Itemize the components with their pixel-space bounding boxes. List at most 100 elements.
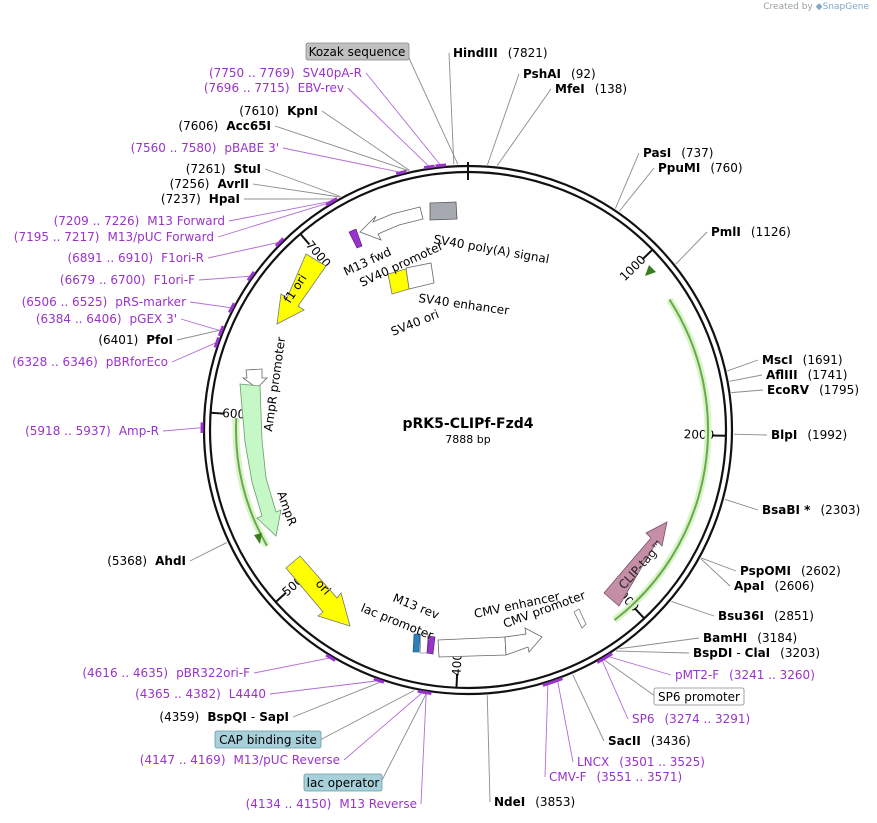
site-f1ori-f[interactable]: (6679 .. 6700)F1ori-F xyxy=(60,273,195,287)
leader-m13forward xyxy=(228,200,333,222)
site-pos-pmt2-f: (3241 .. 3260) xyxy=(729,668,815,682)
ampr-promoter-arrow[interactable] xyxy=(241,368,268,389)
snapgene-brand: SnapGene xyxy=(822,2,869,12)
site-pos-sp6: (3274 .. 3291) xyxy=(665,712,751,726)
site-labels: HindIII(7821) PshAI(92)MfeI(138) PasI(737)… xyxy=(12,46,860,811)
site-sp6[interactable]: SP6(3274 .. 3291) xyxy=(632,712,750,726)
site-bsabi[interactable]: BsaBI *(2303) xyxy=(762,503,860,517)
site-bspqi[interactable]: (4359)BspQI-SapI xyxy=(159,710,289,724)
site-pshai[interactable]: PshAI(92) xyxy=(523,67,596,81)
f1-ori-arrow[interactable] xyxy=(276,253,327,325)
lac-operator-box[interactable]: lac operator xyxy=(303,773,383,792)
site-m13reverse[interactable]: (4134 .. 4150)M13 Reverse xyxy=(246,797,417,811)
site-stui[interactable]: (7261)StuI xyxy=(186,162,261,176)
site-cmv-f[interactable]: CMV-F(3551 .. 3571) xyxy=(549,770,682,784)
sv40-polya-box[interactable] xyxy=(429,201,458,221)
site-sacii[interactable]: SacII(3436) xyxy=(608,734,691,748)
ori-arrow[interactable] xyxy=(285,555,351,627)
leader-ahdi xyxy=(189,542,228,562)
site-m13forward[interactable]: (7209 .. 7226)M13 Forward xyxy=(54,214,225,228)
site-name-pspomi: PspOMI xyxy=(740,564,791,578)
arc-0 xyxy=(235,418,268,547)
site-sv40pa-r[interactable]: (7750 .. 7769)SV40pA-R xyxy=(209,66,362,80)
site-aflii[interactable]: AflIII(1741) xyxy=(766,368,847,382)
site-name-msci: MscI xyxy=(762,353,793,367)
site-pos-kpni: (7610) xyxy=(239,104,279,118)
primer-mark-pbabe3 xyxy=(395,169,407,176)
site-lncx[interactable]: LNCX(3501 .. 3525) xyxy=(577,755,705,769)
site-pos-prs-marker: (6506 .. 6525) xyxy=(22,295,108,309)
site-kpni[interactable]: (7610) KpnI xyxy=(239,104,318,118)
site-pbr322ori-f[interactable]: (4616 .. 4635)pBR322ori-F xyxy=(82,666,250,680)
site-pbabe3[interactable]: (7560 .. 7580)pBABE 3' xyxy=(131,141,279,155)
leader-pasi xyxy=(614,152,640,209)
cmv-promoter-arrow[interactable] xyxy=(504,627,543,656)
site-pos-hindiii: (7821) xyxy=(508,46,548,60)
site-bamhi[interactable]: BamHI(3184) xyxy=(703,631,797,645)
site-ahdi[interactable]: (5368)AhdI xyxy=(107,554,186,568)
site-bsu36i[interactable]: Bsu36I(2851) xyxy=(718,609,814,623)
site-ecorv[interactable]: EcoRV(1795) xyxy=(767,383,859,397)
site-name-pshai: PshAI xyxy=(523,67,561,81)
site-pasi[interactable]: PasI(737) xyxy=(643,146,713,160)
site-pspomi[interactable]: PspOMI(2602) xyxy=(740,564,841,578)
primer-mark-l4440 xyxy=(373,677,385,684)
site-acc65i[interactable]: (7606)Acc65I xyxy=(178,119,271,133)
site-ndei[interactable]: NdeI(3853) xyxy=(494,795,575,809)
site-f1ori-r[interactable]: (6891 .. 6910)F1ori-R xyxy=(67,251,204,265)
site-pos-pasi: (737) xyxy=(681,146,713,160)
plasmid-name: pRK5-CLIPf-Fzd4 xyxy=(403,416,534,432)
site-l4440[interactable]: (4365 .. 4382)L4440 xyxy=(135,687,266,701)
ampr-arrow[interactable] xyxy=(239,383,282,537)
snapgene-credit: Created by ◆SnapGene xyxy=(763,2,869,12)
leader-bamhi xyxy=(619,637,700,650)
site-bspdi[interactable]: BspDI-ClaI(3203) xyxy=(693,646,820,660)
site-blpi[interactable]: BlpI(1992) xyxy=(771,428,847,442)
m13-fwd-arrow[interactable] xyxy=(348,228,363,249)
site-pos-pbrforeco: (6328 .. 6346) xyxy=(12,355,98,369)
sv40-ori-box[interactable] xyxy=(387,268,410,295)
site-pfoi[interactable]: (6401)PfoI xyxy=(98,333,173,347)
site-name-bspqi: BspQI xyxy=(207,710,247,724)
clip-tag-arrow[interactable] xyxy=(603,521,668,607)
site-hindiii[interactable]: HindIII(7821) xyxy=(453,46,548,60)
site-name-pmt2-f: pMT2-F xyxy=(675,668,719,682)
site-pgex3[interactable]: (6384 .. 6406)pGEX 3' xyxy=(36,312,177,326)
leader-sp6-promoter xyxy=(602,658,656,697)
site-apai[interactable]: ApaI(2606) xyxy=(734,579,814,593)
site-name-pfoi: PfoI xyxy=(146,333,173,347)
tick-3000 xyxy=(633,607,645,620)
site-avrii[interactable]: (7256)AvrII xyxy=(170,177,249,191)
site-msci[interactable]: MscI(1691) xyxy=(762,353,843,367)
site-pos-bspqi: (4359) xyxy=(159,710,199,724)
site-ebv-rev[interactable]: (7696 .. 7715)EBV-rev xyxy=(204,81,344,95)
site-pmt2-f[interactable]: pMT2-F (3241 .. 3260) xyxy=(675,668,815,682)
site-pos-m13puc-rev: (4147 .. 4169) xyxy=(140,753,226,767)
m13-rev-arrow[interactable] xyxy=(412,633,421,653)
site-ppumi[interactable]: PpuMI(760) xyxy=(658,161,743,175)
sp6-arrow[interactable] xyxy=(573,608,587,629)
site-pmli[interactable]: PmlI(1126) xyxy=(711,225,791,239)
kozak-box[interactable]: Kozak sequence xyxy=(305,42,410,61)
site-name-kpni: KpnI xyxy=(287,104,318,118)
site-m13pucfwd[interactable]: (7195 .. 7217)M13/pUC Forward xyxy=(14,230,214,244)
cap-site-box[interactable]: CAP binding site xyxy=(214,730,322,749)
sp6-promoter-box[interactable]: SP6 promoter xyxy=(653,687,745,706)
leader-lines xyxy=(162,52,768,805)
m13-rev-primer-arrow[interactable] xyxy=(426,635,436,655)
cmv-enhancer-box[interactable] xyxy=(437,636,507,658)
sv40-promoter-arrow[interactable] xyxy=(359,206,424,241)
site-m13puc-rev[interactable]: (4147 .. 4169)M13/pUC Reverse xyxy=(140,753,340,767)
site-pbrforeco[interactable]: (6328 .. 6346)pBRforEco xyxy=(12,355,168,369)
site-name-pbr322ori-f: pBR322ori-F xyxy=(176,666,250,680)
site-prs-marker[interactable]: (6506 .. 6525)pRS-marker xyxy=(22,295,186,309)
leader-aflii xyxy=(729,374,763,382)
site-hpai[interactable]: (7237)HpaI xyxy=(161,192,240,206)
site-amp-r[interactable]: (5918 .. 5937)Amp-R xyxy=(25,424,159,438)
site-name-f1ori-f: F1ori-F xyxy=(154,273,195,287)
primer-mark-m13pucfwd xyxy=(325,198,336,207)
leader-pbabe3 xyxy=(282,147,402,173)
leader-lncx xyxy=(557,680,574,763)
site-mfei[interactable]: MfeI(138) xyxy=(555,82,627,96)
site-pos-stui: (7261) xyxy=(186,162,226,176)
